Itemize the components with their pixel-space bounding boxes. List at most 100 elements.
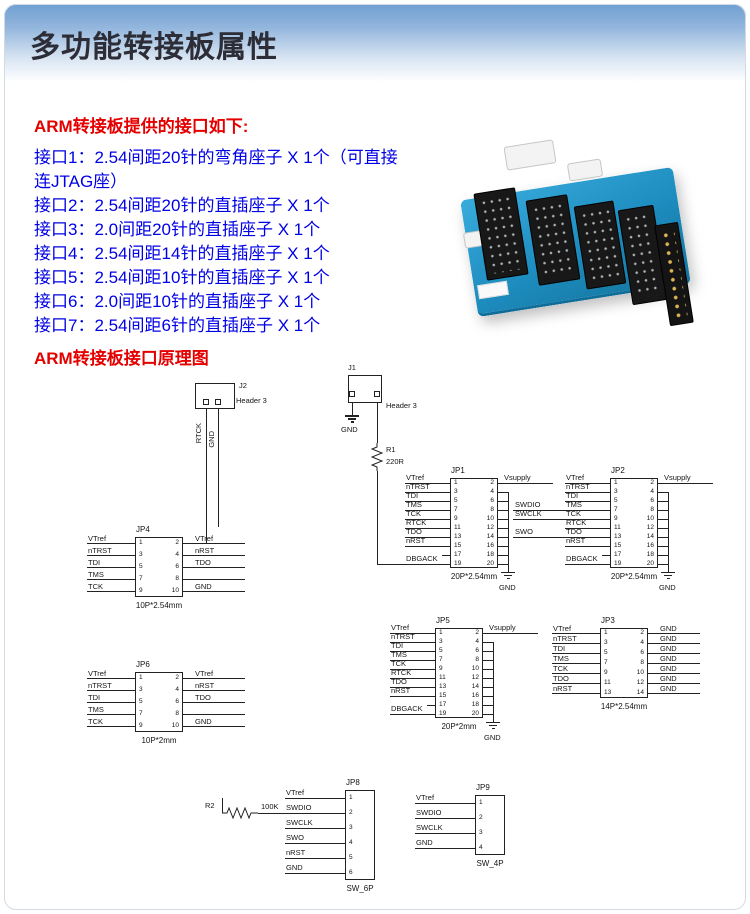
net-label: TDI [391, 641, 404, 650]
pin-number: 12 [636, 679, 644, 686]
net-label: Vsupply [664, 473, 691, 482]
interface-line: 接口2：2.54间距20针的直插座子 X 1个 [34, 196, 330, 215]
pin-number: 2 [490, 478, 494, 486]
net-label: DBGACK [406, 554, 438, 563]
wire [87, 702, 135, 703]
pin-number: 4 [490, 487, 494, 495]
net-label: TDI [566, 491, 579, 500]
wire [183, 714, 245, 715]
wire [87, 690, 135, 691]
header-j2-body [195, 383, 235, 409]
connector-footprint: SW_4P [476, 859, 504, 868]
interface-line: 接口7：2.54间距6针的直插座子 X 1个 [34, 316, 321, 335]
pin-number: 6 [490, 496, 494, 504]
pin-number: 3 [439, 637, 443, 645]
pin-number: 4 [175, 686, 179, 693]
net-label: SWDIO [286, 803, 312, 812]
part-label: 220R [386, 457, 404, 466]
pin-number: 16 [646, 541, 654, 549]
net-label: GND [660, 643, 677, 653]
net-label: GND [660, 633, 677, 643]
connector-jp4-box [135, 537, 183, 597]
pcb-white-connector [503, 139, 557, 171]
net-label: SWO [515, 527, 533, 536]
gnd-symbol [666, 577, 670, 579]
wire [493, 641, 494, 722]
wire [658, 500, 668, 502]
pin-number: 8 [175, 710, 179, 717]
net-label: nTRST [88, 545, 112, 555]
wire [483, 677, 493, 679]
pin-number: 5 [614, 496, 618, 504]
net-label: TDI [88, 692, 101, 702]
net-label: GND [660, 653, 677, 663]
pin-number: 8 [650, 505, 654, 513]
pin-number: 11 [614, 523, 621, 531]
wire [565, 491, 610, 493]
connector-footprint: 20P*2.54mm [610, 572, 658, 581]
pin-number: 9 [604, 669, 608, 676]
wire [427, 704, 435, 706]
pin-number: 3 [454, 487, 458, 495]
net-label: TMS [553, 653, 569, 663]
pin-number: 10 [471, 664, 479, 672]
pin-number: 2 [175, 539, 179, 546]
gnd-symbol [504, 574, 512, 576]
wire [285, 812, 345, 814]
part-label: GND [341, 425, 358, 434]
wire [183, 690, 245, 691]
connector-name: JP1 [451, 466, 465, 475]
gnd-symbol [501, 571, 515, 573]
pin-number: 6 [349, 868, 353, 876]
net-label: DBGACK [391, 704, 423, 713]
wire [285, 797, 345, 799]
pin-number: 4 [479, 843, 483, 851]
pin-number: 13 [439, 682, 447, 690]
pin-number: 2 [640, 629, 644, 636]
wire [552, 653, 600, 654]
net-label: VTref [391, 623, 410, 632]
header-j1-pin [374, 391, 380, 397]
pin-number: 13 [604, 689, 612, 696]
wire [390, 650, 435, 652]
wire [405, 518, 450, 520]
gnd-symbol [491, 727, 495, 729]
pin-number: 7 [139, 710, 143, 717]
connector-jp9-box [475, 795, 505, 855]
wire [565, 482, 610, 484]
part-label: R1 [386, 445, 396, 454]
wire [658, 491, 668, 493]
pin-number: 6 [175, 698, 179, 705]
gnd-symbol [661, 571, 675, 573]
connector-jp6-box [135, 672, 183, 732]
pin-number: 4 [650, 487, 654, 495]
pin-number: 14 [486, 532, 494, 540]
connector-name: JP4 [136, 525, 150, 534]
pin-number: 14 [636, 689, 644, 696]
pin-number: 11 [439, 673, 446, 681]
wire [285, 842, 345, 844]
pin-number: 3 [139, 686, 143, 693]
net-label: GND [484, 732, 501, 742]
pin-number: 3 [479, 828, 483, 836]
wire [483, 713, 493, 715]
wire [658, 545, 668, 547]
net-label: nTRST [566, 482, 590, 491]
connector-footprint: 10P*2.54mm [135, 601, 183, 610]
wire [390, 632, 435, 634]
pin-number: 12 [646, 523, 654, 531]
wire [87, 714, 135, 715]
wire [183, 726, 245, 727]
gnd-symbol [350, 421, 354, 423]
net-label: nTRST [553, 633, 577, 643]
wire [498, 563, 508, 565]
wire [565, 545, 610, 547]
pin-number: 9 [439, 664, 443, 672]
wire [483, 632, 538, 634]
net-label: nRST [566, 536, 586, 545]
wire [206, 409, 207, 543]
pin-number: 2 [475, 628, 479, 636]
wire [565, 509, 610, 511]
net-label: TMS [406, 500, 422, 509]
pin-number: 13 [614, 532, 622, 540]
